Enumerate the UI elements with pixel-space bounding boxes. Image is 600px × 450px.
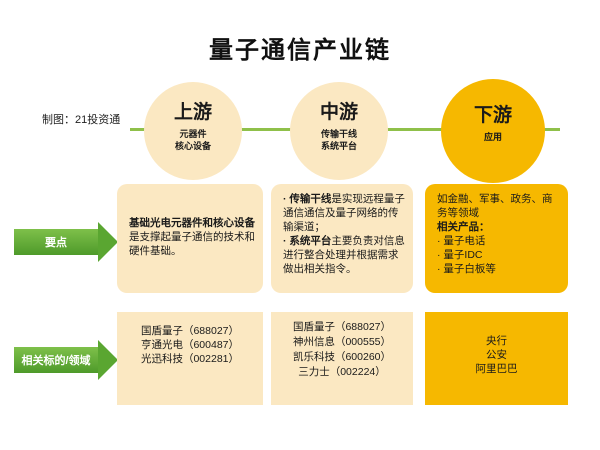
arrow-head-icon [98,222,118,262]
related-item: 国盾量子（688027） [292,321,392,333]
stage-midstream-sub-2: 系统平台 [320,141,357,151]
stage-midstream-sub-1: 传输干线 [320,129,357,139]
related-arrow: 相关标的/领域 [14,340,118,380]
stage-downstream-title: 下游 [473,105,512,126]
midstream-point-1: · 传输干线是实现远程量子通信通信及量子网络的传输渠道； [283,192,407,234]
downstream-intro: 如金融、军事、政务、商务等领域 [437,193,553,219]
stage-midstream-circle: 中游 传输干线 系统平台 [290,82,388,180]
upstream-related-box: 国盾量子（688027） 亨通光电（600487） 光迅科技（002281） [117,312,263,405]
stage-downstream-circle: 下游 应用 [441,79,545,183]
midstream-key-points-box: · 传输干线是实现远程量子通信通信及量子网络的传输渠道； · 系统平台主要负责对… [271,184,413,293]
stage-upstream-title: 上游 [173,102,212,123]
related-item: 阿里巴巴 [475,363,518,375]
related-item: 凯乐科技（600260） [292,351,392,363]
stage-downstream-subtitle: 应用 [441,131,545,143]
downstream-product-1: · 量子电话 [437,235,486,247]
stage-midstream-subtitle: 传输干线 系统平台 [290,128,388,152]
midstream-point-2-bold: · 系统平台 [283,235,332,247]
related-item: 三力士（002224） [298,366,386,378]
page-title: 量子通信产业链 [209,37,391,64]
downstream-product-3: · 量子白板等 [437,263,496,275]
stage-midstream-title: 中游 [319,102,358,123]
downstream-product-2: · 量子IDC [437,249,483,261]
stage-upstream-sub-1: 元器件 [179,129,207,139]
midstream-point-1-bold: · 传输干线 [283,193,332,205]
midstream-point-2: · 系统平台主要负责对信息进行整合处理并根据需求做出相关指令。 [283,234,407,276]
midstream-point-2-text: 主要负责对信息进行整合处理并根据需求做出相关指令。 [283,235,405,275]
downstream-related-box: 央行 公安 阿里巴巴 [425,312,568,405]
upstream-key-text: 是支撑起量子通信的技术和硬件基础。 [129,231,255,257]
upstream-key-points-box: 基础光电元器件和核心设备是支撑起量子通信的技术和硬件基础。 [117,184,263,293]
midstream-related-box: 国盾量子（688027） 神州信息（000555） 凯乐科技（600260） 三… [271,312,413,405]
related-item: 公安 [486,349,507,361]
related-item: 国盾量子（688027） [140,325,240,337]
related-label: 相关标的/领域 [14,347,98,373]
midstream-point-1-text: 是实现远程量子通信通信及量子网络的传输渠道； [283,193,405,233]
upstream-key-bold: 基础光电元器件和核心设备 [129,217,255,229]
arrow-head-icon [98,340,118,380]
downstream-key-points-box: 如金融、军事、政务、商务等领域 相关产品： · 量子电话 · 量子IDC · 量… [425,184,568,293]
downstream-products-label: 相关产品： [437,221,490,233]
key-points-arrow: 要点 [14,222,118,262]
key-points-label: 要点 [14,229,98,255]
stage-upstream-subtitle: 元器件 核心设备 [144,128,242,152]
related-item: 光迅科技（002281） [140,353,240,365]
related-item: 央行 [486,335,507,347]
related-item: 亨通光电（600487） [140,339,240,351]
stage-upstream-sub-2: 核心设备 [174,141,211,151]
stage-downstream-sub-1: 应用 [483,132,502,142]
related-item: 神州信息（000555） [292,336,392,348]
credit-text: 制图：21投资通 [42,114,121,126]
stage-upstream-circle: 上游 元器件 核心设备 [144,82,242,180]
